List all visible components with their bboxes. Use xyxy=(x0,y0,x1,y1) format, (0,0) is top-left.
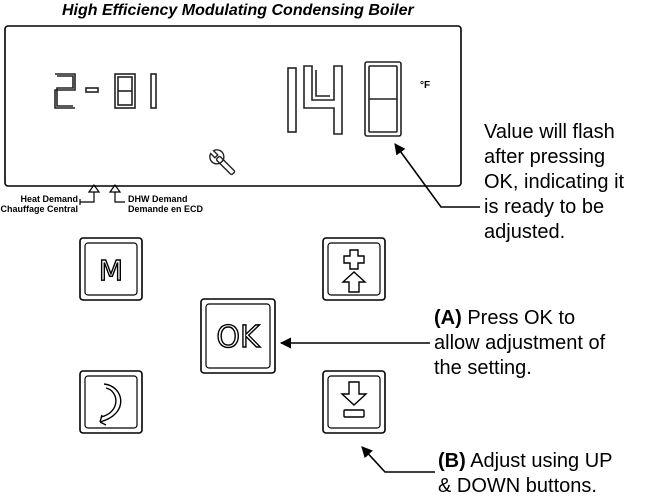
parameter-digits xyxy=(54,73,157,109)
down-callout-leader xyxy=(361,446,435,473)
ok-button-label: OK xyxy=(216,320,261,355)
ok-button[interactable]: OK xyxy=(200,298,276,374)
flash-callout: Value will flash after pressing OK, indi… xyxy=(484,121,625,243)
page-title: High Efficiency Modulating Condensing Bo… xyxy=(62,2,414,19)
flash-callout-leader xyxy=(394,143,480,208)
down-button[interactable] xyxy=(322,370,386,434)
heat-demand-indicator xyxy=(79,183,101,205)
wrench-icon xyxy=(209,149,236,176)
unit-label: °F xyxy=(420,80,430,91)
mode-button[interactable]: M xyxy=(79,237,143,301)
lcd-display xyxy=(4,25,462,187)
plus-up-arrow-icon xyxy=(341,249,367,293)
mode-button-label: M xyxy=(99,254,123,287)
dhw-demand-label: DHW Demand Demande en ECD xyxy=(128,194,204,214)
curved-return-arrow-icon xyxy=(99,383,122,426)
heat-demand-label: Heat Demand Chauffage Central xyxy=(0,194,78,214)
back-button[interactable] xyxy=(79,370,143,434)
step-a-callout: (A) Press OK to allow adjustment of the … xyxy=(434,307,606,379)
down-arrow-minus-icon xyxy=(340,381,368,418)
up-button[interactable] xyxy=(322,237,386,301)
value-digits xyxy=(287,61,402,137)
step-b-callout: (B) Adjust using UP & DOWN buttons. xyxy=(438,450,613,497)
dhw-demand-indicator xyxy=(108,183,125,203)
